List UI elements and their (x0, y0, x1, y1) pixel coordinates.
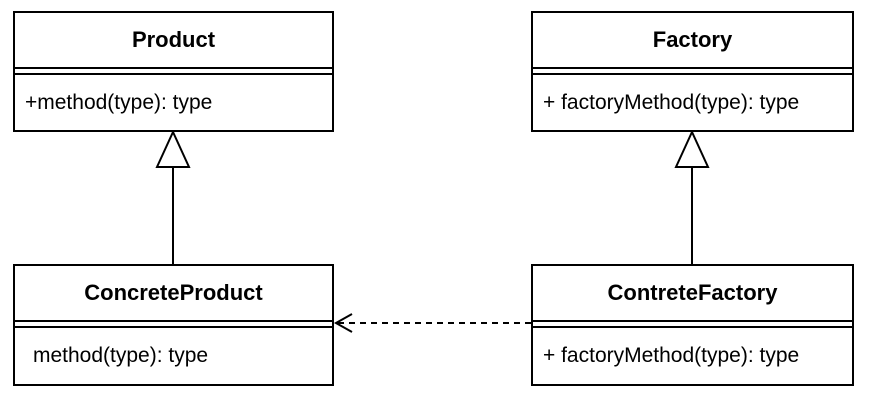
attributes-compartment-contrete-factory (533, 322, 852, 328)
attributes-compartment-concrete-product (15, 322, 332, 328)
class-name-contrete-factory: ContreteFactory (533, 266, 852, 322)
method-product: +method(type): type (25, 90, 213, 114)
attributes-compartment-product (15, 69, 332, 75)
method-concrete-product: method(type): type (33, 344, 209, 367)
inheritance-arrowhead-product (155, 129, 191, 168)
method-contrete-factory: + factoryMethod(type): type (543, 344, 800, 367)
dependency-arrowhead (333, 313, 353, 333)
class-name-product: Product (15, 13, 332, 69)
class-box-factory[interactable]: Factory + factoryMethod(type): type (531, 11, 854, 132)
class-name-concrete-product: ConcreteProduct (15, 266, 332, 322)
inheritance-arrowhead-factory (674, 129, 710, 168)
attributes-compartment-factory (533, 69, 852, 75)
class-box-contrete-factory[interactable]: ContreteFactory + factoryMethod(type): t… (531, 264, 854, 386)
class-name-factory: Factory (533, 13, 852, 69)
class-box-product[interactable]: Product +method(type): type (13, 11, 334, 132)
class-box-concrete-product[interactable]: ConcreteProduct method(type): type (13, 264, 334, 386)
method-factory: + factoryMethod(type): type (543, 90, 800, 114)
